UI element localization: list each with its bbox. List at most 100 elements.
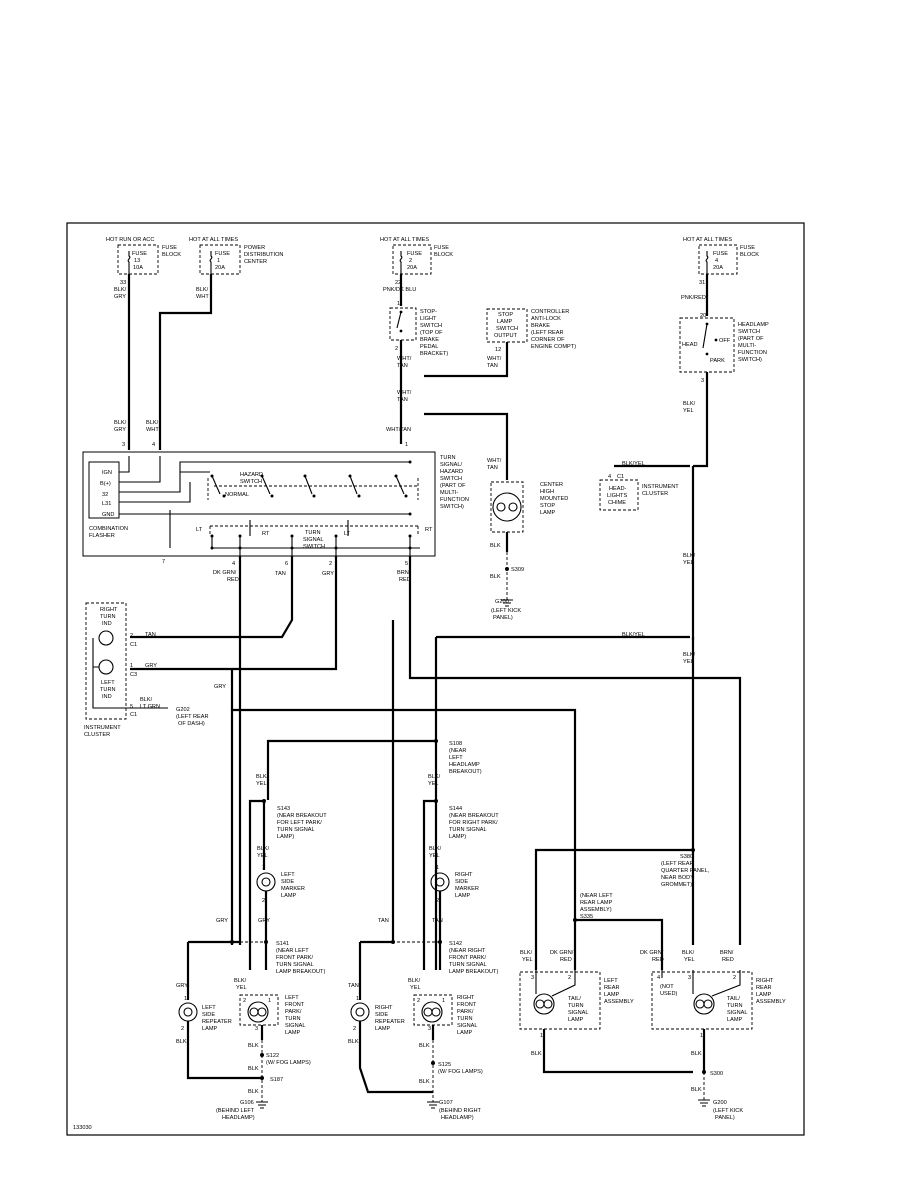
- label-lamps-rsr-l1: RIGHT: [375, 1005, 393, 1011]
- label-wires-blk_wht2: WHT: [146, 427, 159, 433]
- label-lamps-lrl-t1: TAIL/: [568, 996, 581, 1002]
- label-splices-s144_l1: (NEAR BREAKOUT: [449, 813, 499, 819]
- headlamp-switch: 20 HEAD OFF PARK HEADLAMP SWITCH (PART O…: [679, 313, 769, 384]
- label-wires-dkgrn_red: DK GRN/: [640, 950, 664, 956]
- label-fuses-f13-amp: 10A: [133, 265, 143, 271]
- label-turn_hazard_switch-l6: MULTI-: [440, 490, 458, 496]
- label-wires-wht_tan: WHT/: [487, 356, 502, 362]
- label-wires-blk_yel: BLK/: [257, 846, 270, 852]
- label-wires-blk_yel2: YEL: [236, 985, 247, 991]
- label-flasher-pin3: 3: [122, 442, 125, 448]
- label-lamps-lfp-l3: PARK/: [285, 1009, 302, 1015]
- label-grounds-g200b: G200: [713, 1100, 727, 1106]
- label-stoplight_switch-l2: LIGHT: [420, 316, 437, 322]
- label-grounds-g107_loc1: (BEHIND RIGHT: [439, 1108, 482, 1114]
- label-turn_hazard_switch-l4: SWITCH: [440, 476, 462, 482]
- label-fuses-f1-block3: CENTER: [244, 259, 267, 265]
- label-headlamp_switch-l6: SWITCH): [738, 357, 762, 363]
- label-lamps-lsm-p1: 1: [262, 865, 265, 871]
- label-wires-tan: TAN: [348, 983, 359, 989]
- label-wires-blk_yel2: YEL: [683, 408, 694, 414]
- label-splices-s380_l3: NEAR BODY: [661, 875, 694, 881]
- label-cluster-left2: TURN: [100, 687, 116, 693]
- label-fuses-f1-block2: DISTRIBUTION: [244, 252, 283, 258]
- label-splices-s143_l1: (NEAR BREAKOUT: [277, 813, 327, 819]
- label-lamps-lrl-t3: SIGNAL: [568, 1010, 589, 1016]
- label-wires-blk_yel: BLK/: [428, 774, 441, 780]
- label-wires-pnk_red: PNK/RED: [681, 295, 706, 301]
- label-wires-blk_yel: BLK/: [683, 652, 696, 658]
- label-wires-blk: BLK: [419, 1043, 430, 1049]
- label-lamps-rrl-l2: REAR: [756, 985, 772, 991]
- label-chime-conn: C1: [617, 474, 624, 480]
- label-lamps-rsr-p2: 2: [353, 1026, 356, 1032]
- label-wires-brn_red2: RED: [722, 957, 734, 963]
- ground-g200: G200 (LEFT KICK PANEL): [491, 599, 521, 621]
- label-lamps-rsr-l2: SIDE: [375, 1012, 388, 1018]
- label-fuses-f1-hot: HOT AT ALL TIMES: [189, 237, 238, 243]
- label-wires-blk_yel2: YEL: [684, 957, 695, 963]
- label-wires-wht_tan2: TAN: [397, 363, 408, 369]
- label-lamps-rsm-l1: RIGHT: [455, 872, 473, 878]
- label-lamps-lrl-t4: LAMP: [568, 1017, 584, 1023]
- label-wires-wht_tan2: TAN: [397, 397, 408, 403]
- label-wires-blk_yel2: YEL: [410, 985, 421, 991]
- label-lamps-lsm-l3: MARKER: [281, 886, 305, 892]
- label-fuses-f2-block: FUSE: [434, 245, 449, 251]
- label-center_stop-l2: HIGH: [540, 489, 554, 495]
- label-flasher-l31: L31: [102, 501, 111, 507]
- label-wires-blk: BLK: [490, 543, 501, 549]
- label-turn_hazard_switch-l3: HAZARD: [440, 469, 463, 475]
- label-flasher-name1: COMBINATION: [89, 526, 128, 532]
- label-splices-s108: S108: [449, 741, 462, 747]
- label-stoplight_switch-l3: SWITCH: [420, 323, 442, 329]
- label-grounds-g106_loc1: (BEHIND LEFT: [216, 1108, 255, 1114]
- label-splices-s335: S335: [580, 914, 593, 920]
- label-cluster-p2: 2: [130, 633, 133, 639]
- label-cluster-c1: C1: [130, 642, 137, 648]
- label-wires-blk_yel2: YEL: [683, 560, 694, 566]
- label-lamps-rrl-p3: 3: [688, 975, 691, 981]
- label-splices-s141_l3: TURN SIGNAL: [276, 962, 314, 968]
- right-rear-lamp-assembly: 4 3 2 1 (NOT USED) TAIL/ TURN SIGNAL LAM…: [651, 970, 786, 1039]
- label-center_stop-l3: MOUNTED: [540, 496, 568, 502]
- label-splices-s143_l3: TURN SIGNAL: [277, 827, 315, 833]
- label-lamps-rsm-l2: SIDE: [455, 879, 468, 885]
- label-cluster-p5: 5: [130, 704, 133, 710]
- label-wires-gry: GRY: [176, 983, 188, 989]
- label-flasher-normal: NORMAL: [225, 492, 249, 498]
- label-splices-s335_l3: ASSEMBLY): [580, 907, 612, 913]
- label-wires-wht_tan: WHT/: [487, 458, 502, 464]
- label-splices-s187: S187: [270, 1077, 283, 1083]
- label-abs_controller-box2: LAMP: [497, 319, 513, 325]
- label-wires-pnk_dkblu: PNK/DK BLU: [383, 287, 416, 293]
- fuse-13: HOT RUN OR ACC FUSE 13 10A FUSE BLOCK 33: [106, 237, 181, 286]
- label-cluster-right3: IND: [102, 621, 112, 627]
- label-lamps-rrl-l4: ASSEMBLY: [756, 999, 786, 1005]
- label-wires-gry: GRY: [145, 663, 157, 669]
- fuse-4: HOT AT ALL TIMES FUSE 4 20A FUSE BLOCK 3…: [683, 237, 759, 286]
- label-wires-blk_yel_full: BLK/YEL: [622, 632, 645, 638]
- label-flasher-pin4: 4: [152, 442, 155, 448]
- left-side-marker-lamp: 1 2 LEFT SIDE MARKER LAMP: [256, 865, 305, 904]
- label-cluster-left1: LEFT: [101, 680, 115, 686]
- label-cluster-left3: IND: [102, 694, 112, 700]
- label-flasher-pin7: 7: [162, 559, 165, 565]
- label-turn_hazard_switch-l1: TURN: [440, 455, 456, 461]
- label-splices-s380_l1: (LEFT REAR: [661, 861, 694, 867]
- label-wires-dkgrn_red2: RED: [227, 577, 239, 583]
- label-headlamp_switch-l3: (PART OF: [738, 336, 764, 342]
- left-side-repeater-lamp: 1 2 LEFT SIDE REPEATER LAMP: [178, 996, 232, 1032]
- label-lamps-rrl-notused1: (NOT: [660, 984, 674, 990]
- label-flasher-lt: LT: [344, 531, 351, 537]
- label-lamps-rrl-p1: 1: [700, 1033, 703, 1039]
- label-turn_hazard_switch-l8: SWITCH): [440, 504, 464, 510]
- right-side-marker-lamp: 1 2 RIGHT SIDE MARKER LAMP: [430, 865, 479, 904]
- label-flasher-hazard1: HAZARD: [240, 472, 263, 478]
- label-lamps-lsm-l2: SIDE: [281, 879, 294, 885]
- label-chime-cl1: INSTRUMENT: [642, 484, 679, 490]
- label-wires-blk_gry: BLK/: [114, 420, 127, 426]
- label-lamps-rfp-p3: 3: [428, 1026, 431, 1032]
- fuse-1: HOT AT ALL TIMES FUSE 1 20A POWER DISTRI…: [189, 237, 283, 275]
